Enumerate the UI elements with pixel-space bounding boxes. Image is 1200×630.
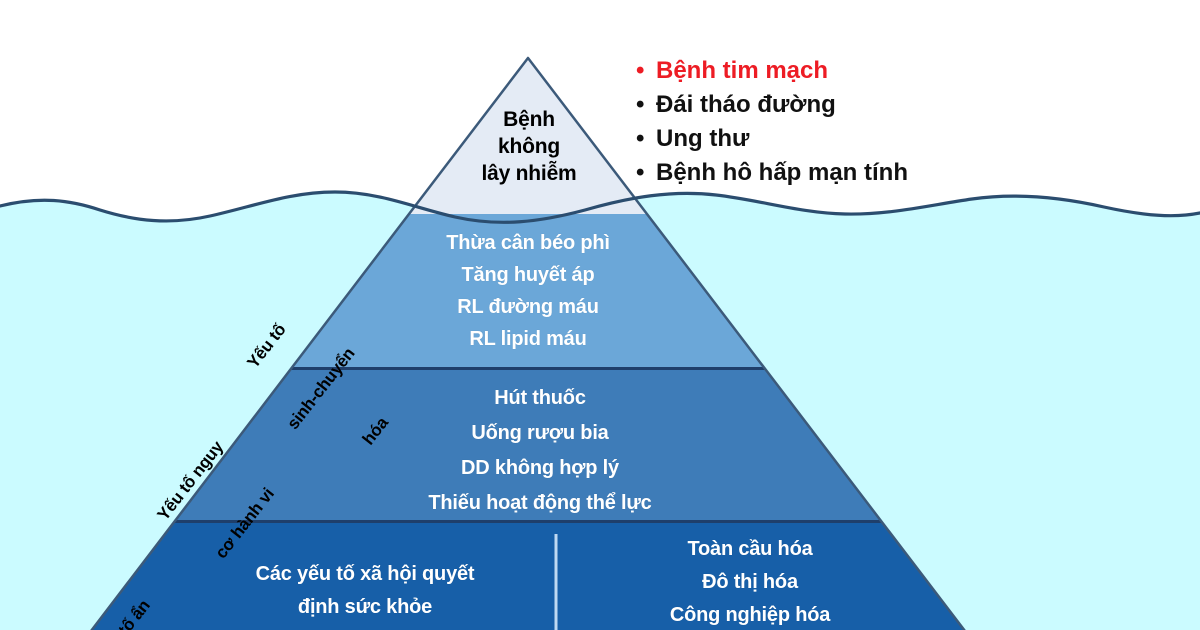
tier-2-line-1: Thừa cân béo phì — [446, 232, 610, 254]
bullet-icon: • — [636, 57, 645, 84]
tier-3-behaviour-text: Hút thuốc Uống rượu bia DD không hợp lý … — [340, 381, 740, 521]
waterline-wave — [0, 190, 1200, 224]
side-label-metabolic-line-2: sinh-chuyển — [283, 344, 359, 433]
disease-list-item-cancer: • Ung thư — [634, 122, 908, 156]
tier-3-line-2: Uống rượu bia — [471, 422, 609, 444]
tier-3-line-3: DD không hợp lý — [461, 457, 619, 479]
tier-4-social-determinants-text: Các yếu tố xã hội quyết định sức khỏe — [185, 558, 545, 624]
tier-2-line-3: RL đường máu — [457, 296, 599, 318]
peak-label: Bệnh không lây nhiễm — [448, 106, 610, 187]
bullet-icon: • — [636, 91, 645, 118]
tier-2-line-4: RL lipid máu — [469, 328, 587, 350]
side-label-metabolic-line-3: hóa — [358, 413, 392, 449]
disease-list: • Bệnh tim mạch • Đái tháo đường • Ung t… — [634, 54, 908, 190]
tier-2-metabolic-text: Thừa cân béo phì Tăng huyết áp RL đường … — [360, 227, 696, 355]
side-label-behaviour-line-1: Yếu tố nguy — [153, 437, 228, 525]
tier-4-left-line-1: Các yếu tố xã hội quyết — [255, 563, 475, 585]
disease-list-item-label: Đái tháo đường — [656, 91, 836, 118]
disease-list-item-diabetes: • Đái tháo đường — [634, 88, 908, 122]
disease-list-item-label: Ung thư — [656, 125, 750, 152]
tier-4-left-line-2: định sức khỏe — [297, 596, 433, 618]
disease-list-item-cardiovascular: • Bệnh tim mạch — [634, 54, 908, 88]
disease-list-item-label: Bệnh hô hấp mạn tính — [656, 159, 908, 186]
pyramid-outline — [90, 56, 966, 630]
tier-4-hidden-fill — [46, 521, 1010, 630]
tier-4-right-line-3: Công nghiệp hóa — [669, 604, 831, 626]
tier-4-macro-drivers-text: Toàn cầu hóa Đô thị hóa Công nghiệp hóa — [590, 533, 910, 630]
tier-3-line-4: Thiếu hoạt động thể lực — [428, 492, 652, 514]
peak-label-line-1: Bệnh — [503, 108, 555, 131]
bullet-icon: • — [636, 159, 645, 186]
peak-label-line-2: không — [498, 135, 560, 158]
side-label-metabolic-line-1: Yếu tố — [243, 320, 290, 372]
peak-label-line-3: lây nhiễm — [481, 162, 577, 185]
disease-list-item-chronic-respiratory: • Bệnh hô hấp mạn tính — [634, 156, 908, 190]
side-label-behaviour-line-2: cơ hành vi — [211, 484, 278, 563]
tier-3-line-1: Hút thuốc — [494, 387, 586, 409]
tier-2-line-2: Tăng huyết áp — [461, 264, 595, 286]
bullet-icon: • — [636, 125, 645, 152]
disease-list-item-label: Bệnh tim mạch — [656, 57, 829, 84]
tier-4-right-line-2: Đô thị hóa — [702, 571, 798, 593]
tier-4-right-line-1: Toàn cầu hóa — [687, 538, 813, 560]
